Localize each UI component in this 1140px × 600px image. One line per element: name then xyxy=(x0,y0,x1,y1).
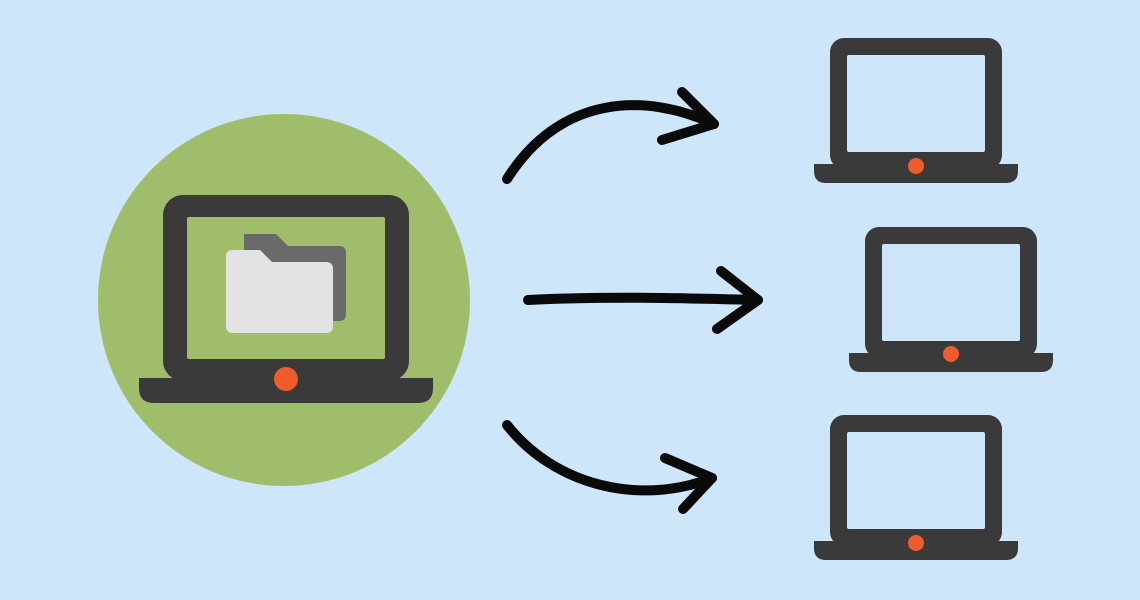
target-laptop-bottom-screen xyxy=(847,432,985,529)
target-laptop-middle-base xyxy=(849,353,1053,372)
arrow-to-bottom-head xyxy=(660,453,717,514)
arrow-to-middle-shaft xyxy=(523,292,763,305)
arrow-to-middle-head xyxy=(712,266,763,334)
target-laptop-middle-power-dot xyxy=(943,346,959,362)
folder-icon xyxy=(226,234,346,333)
arrow-to-top xyxy=(502,87,719,184)
arrow-to-top-head xyxy=(657,87,719,145)
target-laptop-top-screen xyxy=(847,55,985,152)
source-laptop-power-dot xyxy=(274,367,298,391)
source-laptop xyxy=(139,195,433,403)
target-laptop-bottom xyxy=(814,415,1018,560)
source-node xyxy=(98,114,470,486)
folder-front-icon xyxy=(226,250,333,333)
target-laptop-middle-screen xyxy=(882,244,1020,341)
arrow-to-top-shaft xyxy=(502,100,719,184)
arrow-to-bottom-shaft xyxy=(502,420,717,496)
arrows xyxy=(502,87,763,514)
target-laptop-middle xyxy=(849,227,1053,372)
arrow-to-bottom xyxy=(502,420,717,514)
target-laptop-top-power-dot xyxy=(908,158,924,174)
target-laptop-bottom-power-dot xyxy=(908,535,924,551)
target-laptop-top xyxy=(814,38,1018,183)
arrow-to-middle xyxy=(523,266,763,334)
